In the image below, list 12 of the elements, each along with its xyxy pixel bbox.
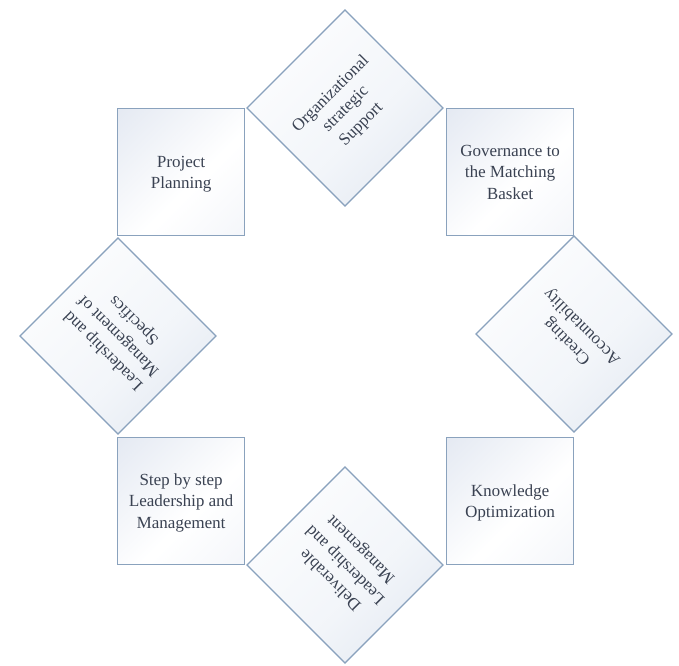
node-label: Knowledge Optimization <box>464 480 556 522</box>
node-label: Project Planning <box>150 150 212 194</box>
square-box <box>117 108 245 236</box>
node-label: Step by step Leadership and Management <box>128 469 234 533</box>
diamond-shape <box>246 9 444 207</box>
diamond-shape <box>246 466 444 664</box>
node-label: Governance to the Matching Basket <box>459 140 561 204</box>
square-box <box>446 108 574 236</box>
square-box <box>446 437 574 565</box>
diamond-shape <box>19 237 217 435</box>
diamond-shape <box>475 235 673 433</box>
square-box <box>117 437 245 565</box>
